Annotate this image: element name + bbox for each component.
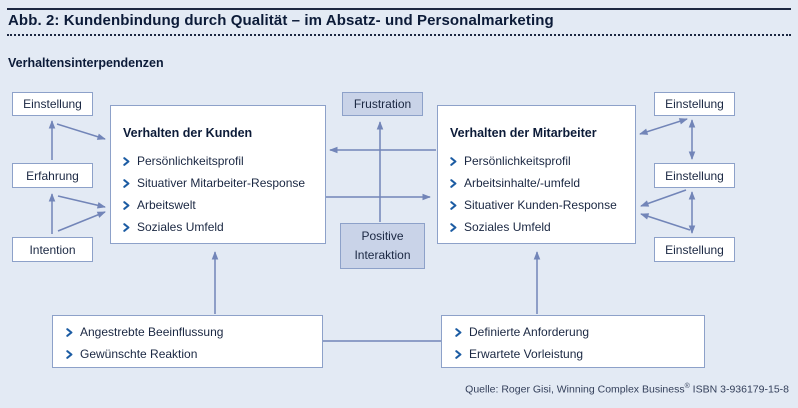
node-label: Positive Interaktion — [354, 229, 411, 262]
source-caption: Quelle: Roger Gisi, Winning Complex Busi… — [465, 383, 789, 396]
list-item: Erwartete Vorleistung — [455, 343, 694, 365]
section-label: Verhaltensinterpendenzen — [8, 56, 164, 70]
node-einstellung-right-1: Einstellung — [654, 92, 735, 116]
item-label: Persönlichkeitsprofil — [137, 154, 244, 168]
chevron-icon — [123, 178, 130, 188]
node-label: Einstellung — [665, 242, 724, 257]
list-item: Persönlichkeitsprofil — [123, 150, 317, 172]
employee-behavior-box: Verhalten der Mitarbeiter Persönlichkeit… — [437, 105, 636, 244]
node-intention: Intention — [12, 237, 93, 262]
item-label: Persönlichkeitsprofil — [464, 154, 571, 168]
item-label: Gewünschte Reaktion — [80, 347, 198, 361]
node-positive-interaktion: Positive Interaktion — [340, 223, 425, 269]
node-label: Einstellung — [23, 97, 82, 111]
requirements-box: Definierte Anforderung Erwartete Vorleis… — [441, 315, 705, 368]
item-label: Arbeitswelt — [137, 198, 196, 212]
arrow-erfahrung-to-customer-box — [57, 195, 106, 209]
dotted-rule — [7, 34, 791, 36]
item-label: Situativer Mitarbeiter-Response — [137, 176, 306, 190]
chevron-icon — [123, 200, 130, 210]
source-isbn: ISBN 3-936179-15-8 — [689, 383, 789, 396]
arrow-intention-to-customer-box — [57, 211, 106, 232]
chevron-icon — [450, 200, 457, 210]
node-label: Frustration — [353, 96, 412, 111]
chevron-icon — [66, 327, 73, 337]
list-item: Situativer Mitarbeiter-Response — [123, 172, 317, 194]
item-label: Erwartete Vorleistung — [469, 347, 584, 361]
list-item: Situativer Kunden-Response — [450, 194, 627, 216]
registered-trademark-icon: ® — [684, 383, 690, 390]
item-label: Arbeitsinhalte/-umfeld — [464, 176, 581, 190]
node-einstellung-right-3: Einstellung — [654, 237, 735, 262]
list-item: Definierte Anforderung — [455, 321, 694, 343]
node-frustration: Frustration — [342, 92, 423, 116]
chevron-icon — [450, 222, 457, 232]
chevron-icon — [66, 349, 73, 359]
item-label: Soziales Umfeld — [137, 220, 224, 234]
list-item: Angestrebte Beeinflussung — [66, 321, 312, 343]
chevron-icon — [123, 222, 130, 232]
node-label: Erfahrung — [26, 168, 79, 183]
list-item: Soziales Umfeld — [450, 216, 627, 238]
chevron-icon — [455, 327, 462, 337]
arrow-employee-box-einstellung1 — [639, 118, 688, 135]
node-einstellung-left: Einstellung — [12, 92, 93, 116]
item-label: Soziales Umfeld — [464, 220, 551, 234]
arrow-einstellung3-to-employee-box — [640, 213, 691, 231]
arrow-einstellung2-to-employee-box — [640, 189, 687, 207]
node-label: Intention — [29, 242, 76, 257]
node-erfahrung: Erfahrung — [12, 163, 93, 188]
list-item: Arbeitsinhalte/-umfeld — [450, 172, 627, 194]
item-label: Situativer Kunden-Response — [464, 198, 617, 212]
customer-behavior-box: Verhalten der Kunden Persönlichkeitsprof… — [110, 105, 326, 244]
node-label: Einstellung — [665, 97, 724, 111]
source-text: Quelle: Roger Gisi, Winning Complex Busi… — [465, 383, 685, 396]
chevron-icon — [450, 178, 457, 188]
customer-box-title: Verhalten der Kunden — [123, 126, 253, 140]
figure-title: Abb. 2: Kundenbindung durch Qualität – i… — [8, 12, 554, 29]
chevron-icon — [123, 156, 130, 166]
chevron-icon — [455, 349, 462, 359]
top-rule — [7, 8, 791, 10]
item-label: Definierte Anforderung — [469, 325, 590, 339]
marketing-goals-box: Angestrebte Beeinflussung Gewünschte Rea… — [52, 315, 323, 368]
employee-box-title: Verhalten der Mitarbeiter — [450, 126, 597, 140]
node-einstellung-right-2: Einstellung — [654, 163, 735, 188]
list-item: Arbeitswelt — [123, 194, 317, 216]
list-item: Soziales Umfeld — [123, 216, 317, 238]
chevron-icon — [450, 156, 457, 166]
list-item: Persönlichkeitsprofil — [450, 150, 627, 172]
item-label: Angestrebte Beeinflussung — [80, 325, 224, 339]
node-label: Einstellung — [665, 168, 724, 183]
arrow-einstellung-to-customer-box — [56, 123, 106, 140]
list-item: Gewünschte Reaktion — [66, 343, 312, 365]
